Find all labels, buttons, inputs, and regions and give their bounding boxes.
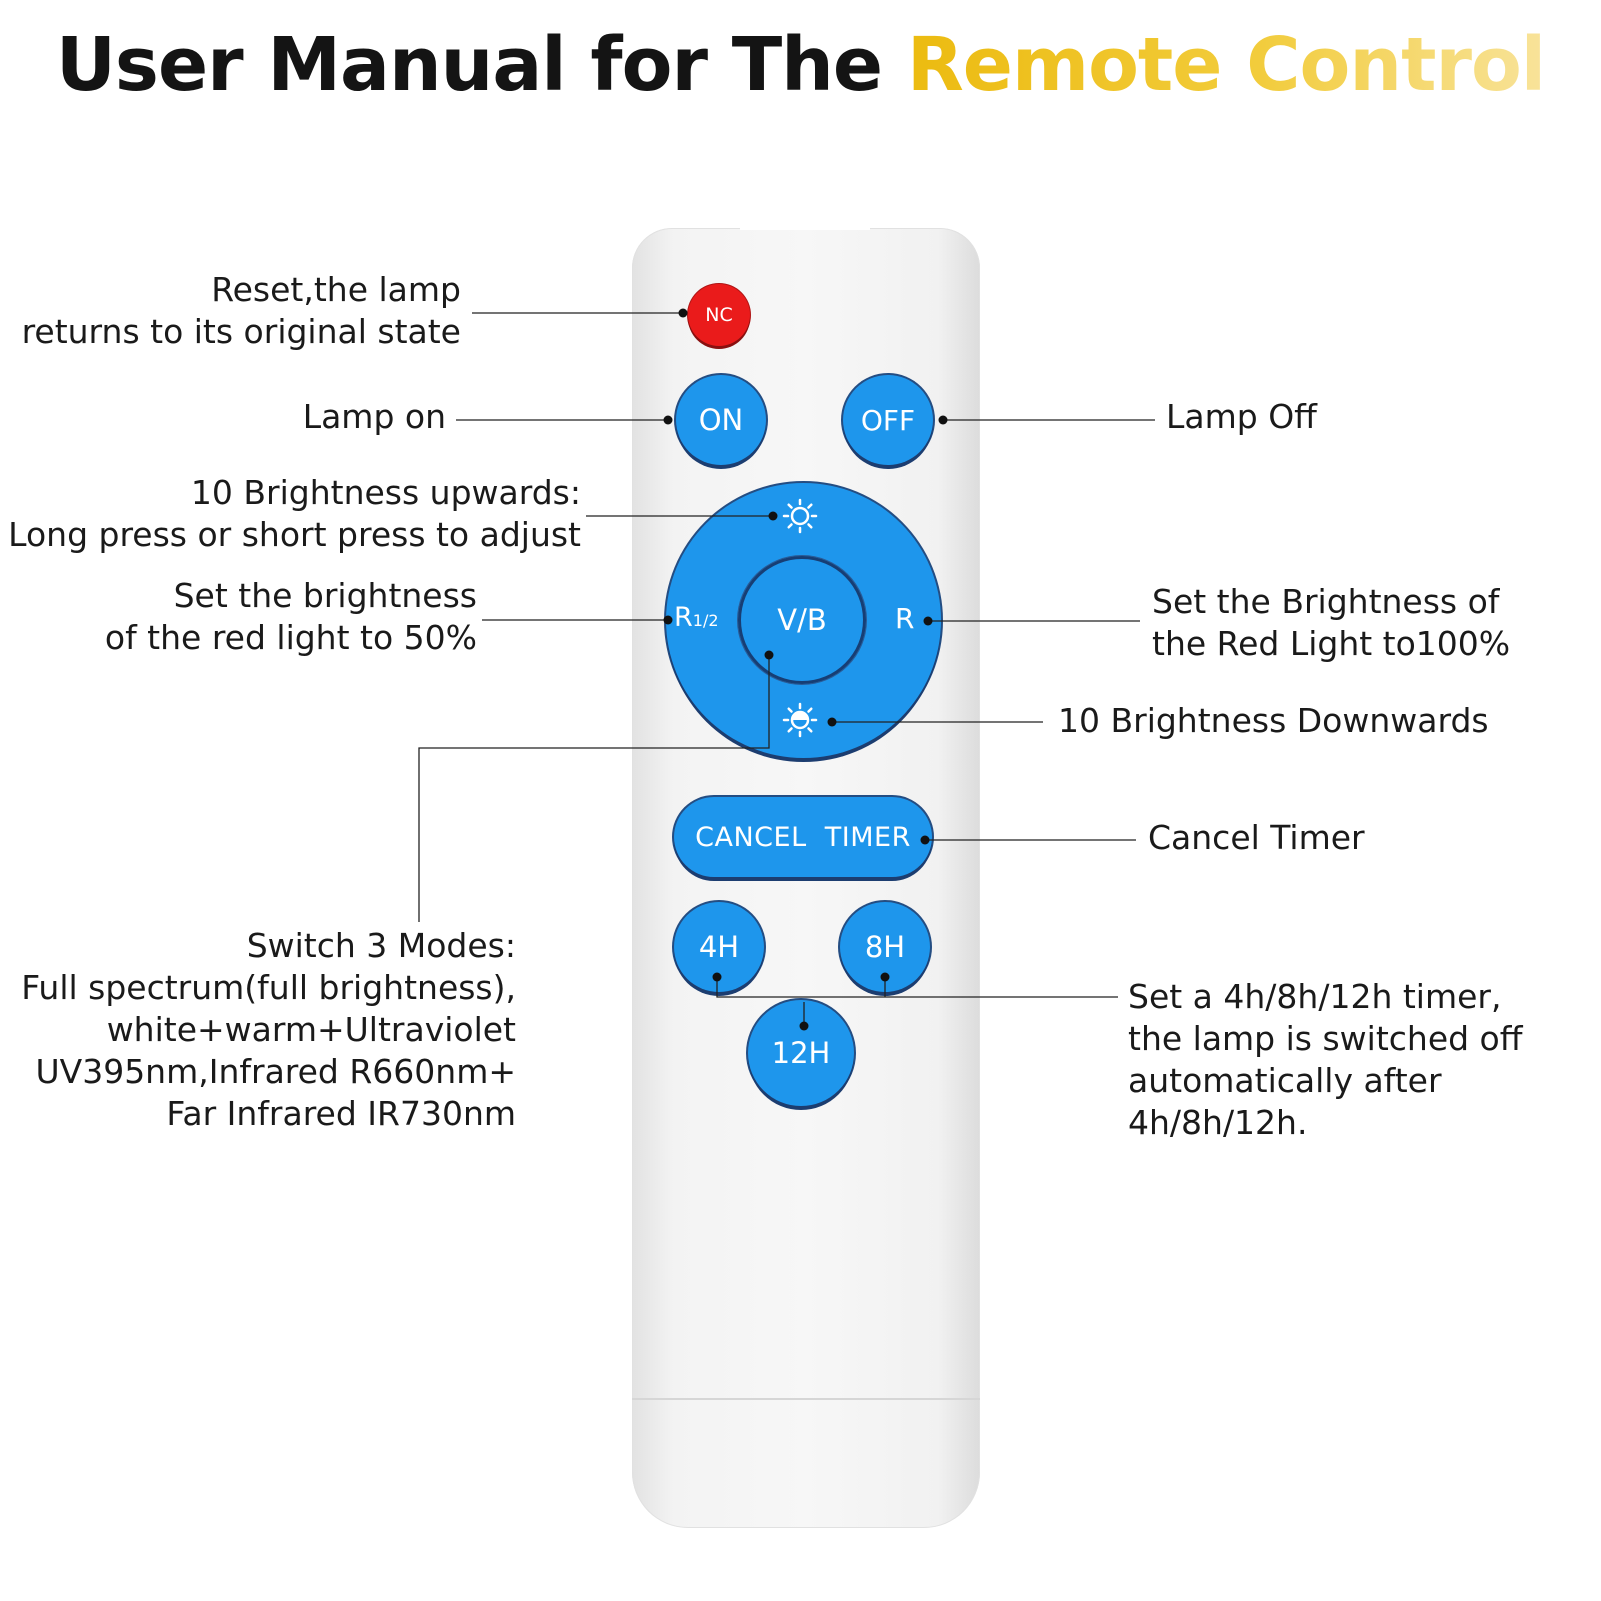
cancel-timer-button[interactable]: CANCEL TIMER [674,797,932,877]
label-lamp-off: Lamp Off [1166,397,1317,436]
remote-battery-seam [632,1398,980,1400]
timer-12h-button[interactable]: 12H [748,1000,854,1106]
label-brightness-down: 10 Brightness Downwards [1058,701,1489,740]
leader-dot [764,650,774,660]
label-cancel-timer: Cancel Timer [1148,818,1365,857]
leader-dot [768,511,778,521]
title-accent: Remote Control [906,22,1546,108]
on-button[interactable]: ON [676,375,766,465]
leader-dot [663,415,673,425]
leader-dot [712,972,722,982]
nc-reset-button[interactable]: NC [688,284,750,346]
leader-dot [827,717,837,727]
label-red-100: Set the Brightness of the Red Light to10… [1152,582,1511,663]
vb-mode-button[interactable]: V/B [738,556,866,684]
red-full-button[interactable]: R [895,602,915,635]
label-brightness-up: 10 Brightness upwards: Long press or sho… [8,473,581,554]
leader-dot [923,616,933,626]
leader-dot [880,972,890,982]
label-modes: Switch 3 Modes: Full spectrum(full brigh… [21,926,516,1133]
remote-top-notch [740,224,870,230]
off-button[interactable]: OFF [843,375,933,465]
label-reset: Reset,the lamp returns to its original s… [21,270,461,351]
leader-dot [920,835,930,845]
page-title: User Manual for The Remote Control [0,22,1601,108]
leader-dot [678,308,688,318]
label-timer: Set a 4h/8h/12h timer, the lamp is switc… [1128,977,1523,1142]
sun-half-icon[interactable] [782,702,818,738]
sun-icon[interactable] [782,498,818,534]
leader-dot [938,415,948,425]
label-lamp-on: Lamp on [302,397,446,436]
leader-dot [663,615,673,625]
red-half-button[interactable]: R1/2 [674,602,719,633]
title-lead: User Manual for The [55,22,907,108]
leader-timer [716,977,1118,998]
leader-modes [418,655,770,922]
leader-dot [799,1021,809,1031]
label-red-50: Set the brightness of the red light to 5… [104,576,477,657]
